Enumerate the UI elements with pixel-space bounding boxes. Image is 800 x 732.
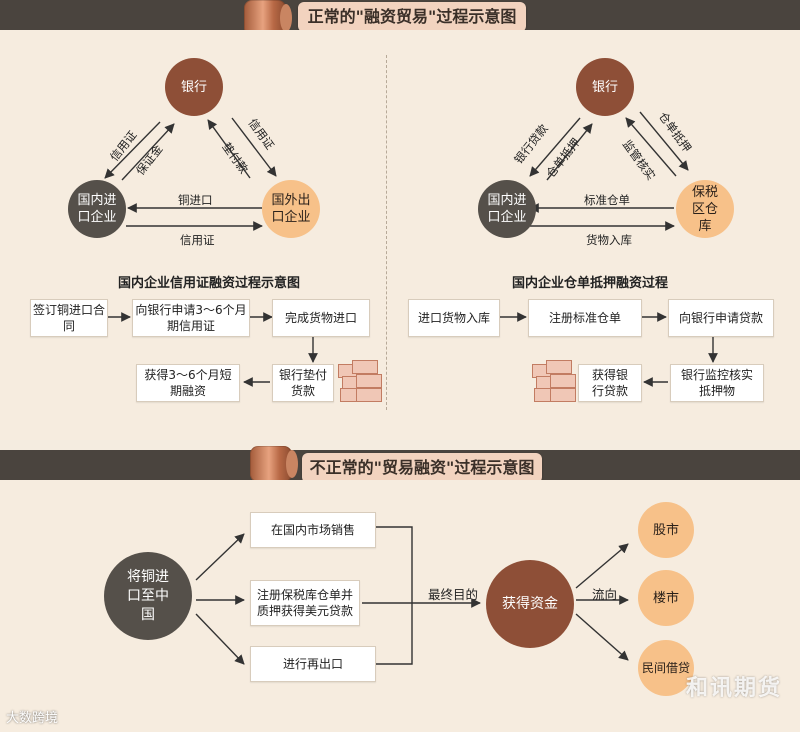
purpose-label: 最终目的	[428, 587, 479, 602]
option-re-export: 进行再出口	[250, 646, 376, 682]
bank-node-right: 银行	[576, 58, 634, 116]
copper-roll-icon	[250, 446, 298, 482]
domestic-importer-node-left: 国内进口企业	[68, 180, 126, 238]
destination-private-lending: 民间借贷	[638, 640, 694, 696]
flow-label: 流向	[592, 587, 618, 602]
watermark-left: 大数跨境	[6, 711, 59, 726]
edge-label-receipt: 标准仓单	[584, 193, 630, 207]
caption-lc-financing: 国内企业信用证融资过程示意图	[118, 276, 301, 291]
step-short-financing: 获得3～6个月短期融资	[136, 364, 240, 402]
step-bank-verify: 银行监控核实抵押物	[670, 364, 764, 402]
watermark-right: 和讯期货	[685, 676, 782, 701]
step-apply-lc: 向银行申请3～6个月期信用证	[132, 299, 250, 337]
step-complete-import: 完成货物进口	[272, 299, 370, 337]
money-stack-icon	[532, 360, 576, 404]
bank-node-left: 银行	[165, 58, 223, 116]
step-goods-storage: 进口货物入库	[408, 299, 500, 337]
step-get-loan: 获得银行贷款	[578, 364, 642, 402]
section-divider	[386, 55, 387, 410]
section2-title: 不正常的"贸易融资"过程示意图	[302, 453, 542, 483]
money-stack-icon	[338, 360, 382, 404]
obtain-funds-node: 获得资金	[486, 560, 574, 648]
edge-label-copper: 铜进口	[178, 193, 213, 207]
destination-property-market: 楼市	[638, 570, 694, 626]
step-register-receipt: 注册标准仓单	[528, 299, 642, 337]
step-apply-loan: 向银行申请贷款	[668, 299, 774, 337]
step-sign-contract: 签订铜进口合同	[30, 299, 108, 337]
bonded-warehouse-node: 保税区仓库	[676, 180, 734, 238]
edge-label-lc-bottom: 信用证	[180, 233, 215, 247]
destination-stock-market: 股市	[638, 502, 694, 558]
section1-title: 正常的"融资贸易"过程示意图	[298, 2, 526, 32]
caption-receipt-financing: 国内企业仓单抵押融资过程	[512, 276, 669, 291]
foreign-exporter-node: 国外出口企业	[262, 180, 320, 238]
option-pledge-loan: 注册保税库仓单并质押获得美元贷款	[250, 580, 360, 626]
import-to-china-node: 将铜进口至中国	[104, 552, 192, 640]
domestic-importer-node-right: 国内进口企业	[478, 180, 536, 238]
section1-arrows	[104, 111, 718, 387]
edge-label-storage: 货物入库	[586, 233, 632, 247]
step-bank-advance: 银行垫付货款	[272, 364, 334, 402]
section1-panel	[0, 30, 800, 440]
option-domestic-sale: 在国内市场销售	[250, 512, 376, 548]
